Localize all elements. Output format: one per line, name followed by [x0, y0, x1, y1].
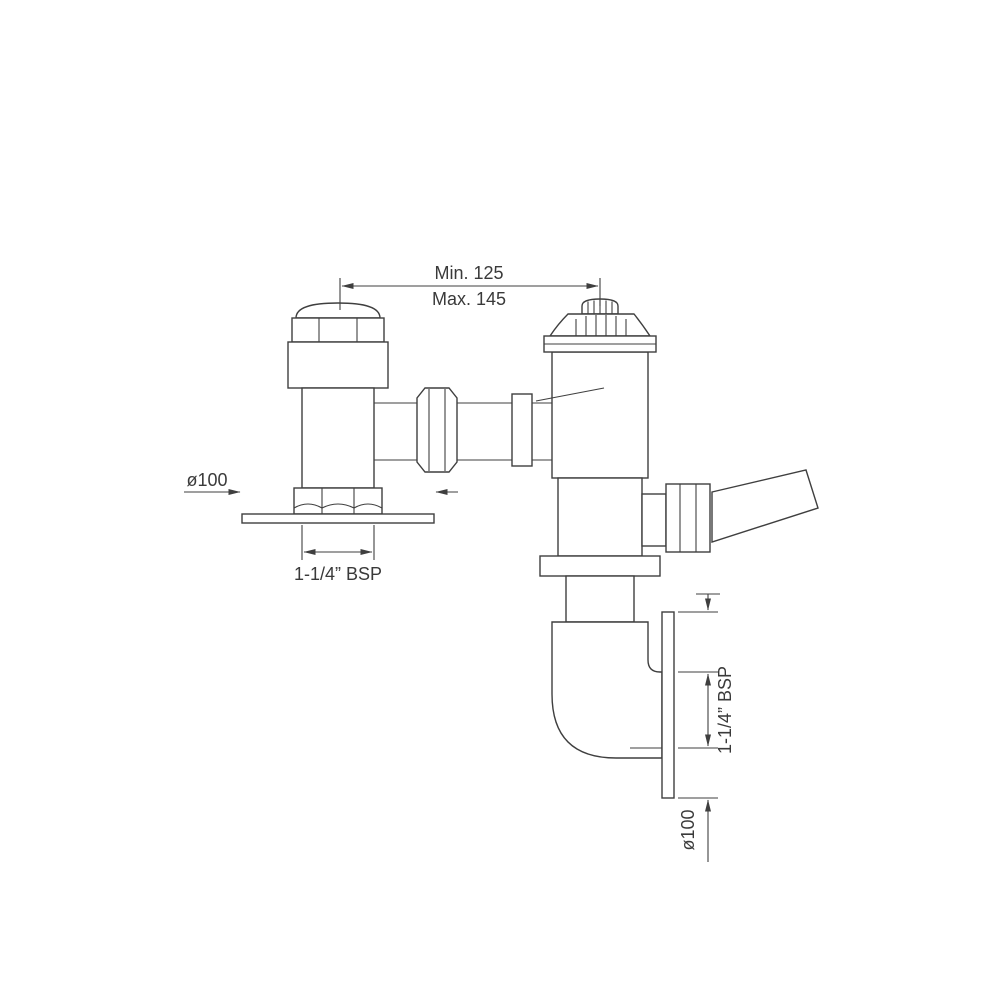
- elbow-outlet: [551, 621, 663, 759]
- valve-bottom-flange: [539, 555, 661, 577]
- middle-connection: [374, 387, 553, 473]
- elbow-outlet-assembly: [551, 611, 675, 799]
- dimension-left-flange-diameter: ø100: [184, 470, 458, 495]
- valve-body-assembly: [535, 298, 819, 623]
- dome-cap-button-knurl: [587, 300, 613, 314]
- union-nut: [416, 387, 458, 473]
- label-left-flange-diameter: ø100: [186, 470, 227, 490]
- label-left-inlet-thread: 1-1/4” BSP: [294, 564, 382, 584]
- label-min-dimension: Min. 125: [434, 263, 503, 283]
- inlet-collar: [511, 393, 533, 467]
- inlet-spud-line: [535, 387, 605, 402]
- lever-handle: [711, 469, 819, 543]
- lock-nut-scallops: [293, 503, 383, 509]
- label-max-dimension: Max. 145: [432, 289, 506, 309]
- dimension-left-inlet-thread: 1-1/4” BSP: [294, 525, 382, 584]
- handle-coupling-hex: [665, 483, 711, 553]
- left-flange-plate: [241, 513, 435, 524]
- dimension-right-outlet-thread: 1-1/4” BSP: [678, 666, 735, 754]
- hex-cap-dome: [295, 302, 381, 319]
- dome-cap-skirt: [548, 313, 652, 337]
- hex-cap-band: [291, 317, 385, 343]
- left-inlet-assembly: [241, 302, 435, 524]
- bonnet-block: [287, 341, 389, 389]
- wall-flange-plate: [661, 611, 675, 799]
- dome-cap-striations: [575, 315, 627, 336]
- inlet-lock-nut: [293, 487, 383, 515]
- valve-lower-body: [557, 477, 643, 557]
- outlet-neck: [565, 575, 635, 623]
- valve-body: [551, 351, 649, 479]
- label-right-outlet-thread: 1-1/4” BSP: [715, 666, 735, 754]
- handle-coupling-collar: [641, 493, 667, 547]
- dimension-top-rough-in: Min. 125 Max. 145: [339, 263, 601, 310]
- dimension-right-flange-diameter: ø100: [678, 593, 720, 862]
- label-right-flange-diameter: ø100: [678, 809, 698, 850]
- inlet-pipe: [301, 387, 375, 489]
